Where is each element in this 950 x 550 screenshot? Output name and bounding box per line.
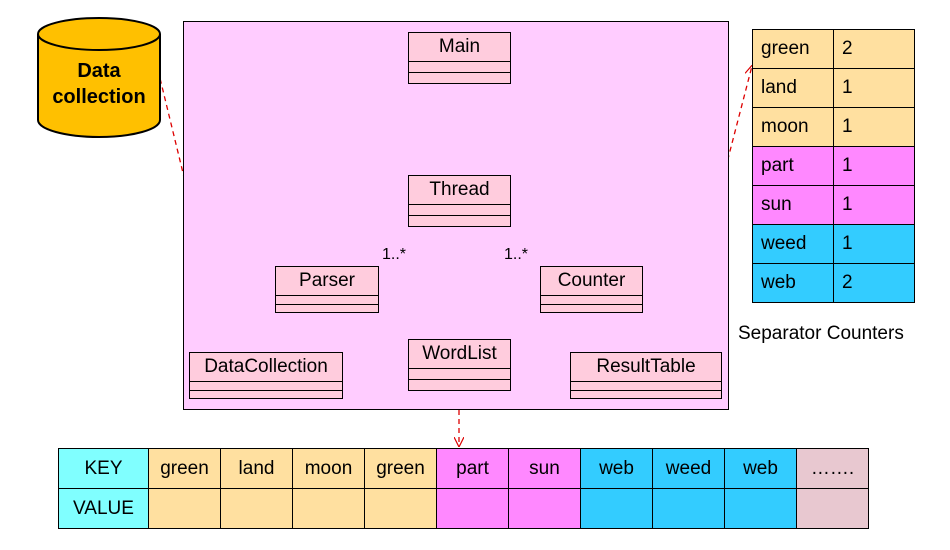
key-cell: sun bbox=[508, 448, 581, 489]
key-cell: ……. bbox=[796, 448, 869, 489]
key-cell: land bbox=[220, 448, 293, 489]
class-main-name: Main bbox=[409, 33, 510, 62]
separator-word: weed bbox=[752, 224, 834, 264]
value-cell bbox=[292, 488, 365, 529]
class-parser[interactable]: Parser bbox=[275, 266, 379, 313]
key-cell: weed bbox=[652, 448, 725, 489]
data-collection-cylinder bbox=[37, 17, 161, 138]
class-word-list-operations bbox=[409, 380, 510, 390]
class-parser-name: Parser bbox=[276, 267, 378, 296]
class-thread-operations bbox=[409, 216, 510, 226]
value-cell bbox=[796, 488, 869, 529]
class-result-table-name: ResultTable bbox=[571, 353, 721, 382]
class-thread-name: Thread bbox=[409, 176, 510, 205]
class-counter[interactable]: Counter bbox=[540, 266, 643, 313]
separator-word: part bbox=[752, 146, 834, 186]
class-main[interactable]: Main bbox=[408, 32, 511, 84]
class-thread-attributes bbox=[409, 205, 510, 216]
value-cell bbox=[724, 488, 797, 529]
class-main-attributes bbox=[409, 62, 510, 73]
class-word-list-attributes bbox=[409, 369, 510, 380]
data-collection-label-line2: collection bbox=[52, 86, 146, 108]
key-cell: moon bbox=[292, 448, 365, 489]
separator-count: 1 bbox=[833, 107, 915, 147]
separator-word: web bbox=[752, 263, 834, 303]
separator-word: moon bbox=[752, 107, 834, 147]
key-cell: web bbox=[724, 448, 797, 489]
value-cell bbox=[652, 488, 725, 529]
multiplicity-parser-thread: 1..* bbox=[382, 246, 407, 263]
value-cell bbox=[148, 488, 221, 529]
separator-counters-caption: Separator Counters bbox=[738, 323, 904, 344]
class-result-table[interactable]: ResultTable bbox=[570, 352, 722, 399]
class-data-collection-attributes bbox=[190, 382, 342, 391]
class-data-collection-operations bbox=[190, 391, 342, 399]
key-cell: web bbox=[580, 448, 653, 489]
class-word-list[interactable]: WordList bbox=[408, 339, 511, 391]
multiplicity-counter-thread: 1..* bbox=[504, 246, 529, 263]
key-cell: green bbox=[364, 448, 437, 489]
separator-count: 1 bbox=[833, 68, 915, 108]
separator-count: 2 bbox=[833, 29, 915, 69]
class-counter-attributes bbox=[541, 296, 642, 305]
value-row: VALUE bbox=[58, 488, 869, 529]
class-result-table-operations bbox=[571, 391, 721, 399]
class-thread[interactable]: Thread bbox=[408, 175, 511, 227]
value-cell bbox=[436, 488, 509, 529]
separator-word: land bbox=[752, 68, 834, 108]
value-cell bbox=[580, 488, 653, 529]
value-header: VALUE bbox=[58, 488, 149, 529]
class-counter-operations bbox=[541, 305, 642, 313]
class-parser-operations bbox=[276, 305, 378, 313]
class-word-list-name: WordList bbox=[409, 340, 510, 369]
data-collection-label-line1: Data bbox=[77, 60, 121, 82]
separator-count: 1 bbox=[833, 224, 915, 264]
separator-count: 1 bbox=[833, 185, 915, 225]
value-cell bbox=[364, 488, 437, 529]
data-collection-label: Data collection bbox=[36, 58, 162, 110]
value-cell bbox=[220, 488, 293, 529]
class-result-table-attributes bbox=[571, 382, 721, 391]
class-counter-name: Counter bbox=[541, 267, 642, 296]
key-cell: part bbox=[436, 448, 509, 489]
key-header: KEY bbox=[58, 448, 149, 489]
class-parser-attributes bbox=[276, 296, 378, 305]
key-cell: green bbox=[148, 448, 221, 489]
separator-count: 2 bbox=[833, 263, 915, 303]
separator-count: 1 bbox=[833, 146, 915, 186]
class-data-collection-name: DataCollection bbox=[190, 353, 342, 382]
value-cell bbox=[508, 488, 581, 529]
separator-word: green bbox=[752, 29, 834, 69]
class-data-collection[interactable]: DataCollection bbox=[189, 352, 343, 399]
class-main-operations bbox=[409, 73, 510, 83]
separator-word: sun bbox=[752, 185, 834, 225]
